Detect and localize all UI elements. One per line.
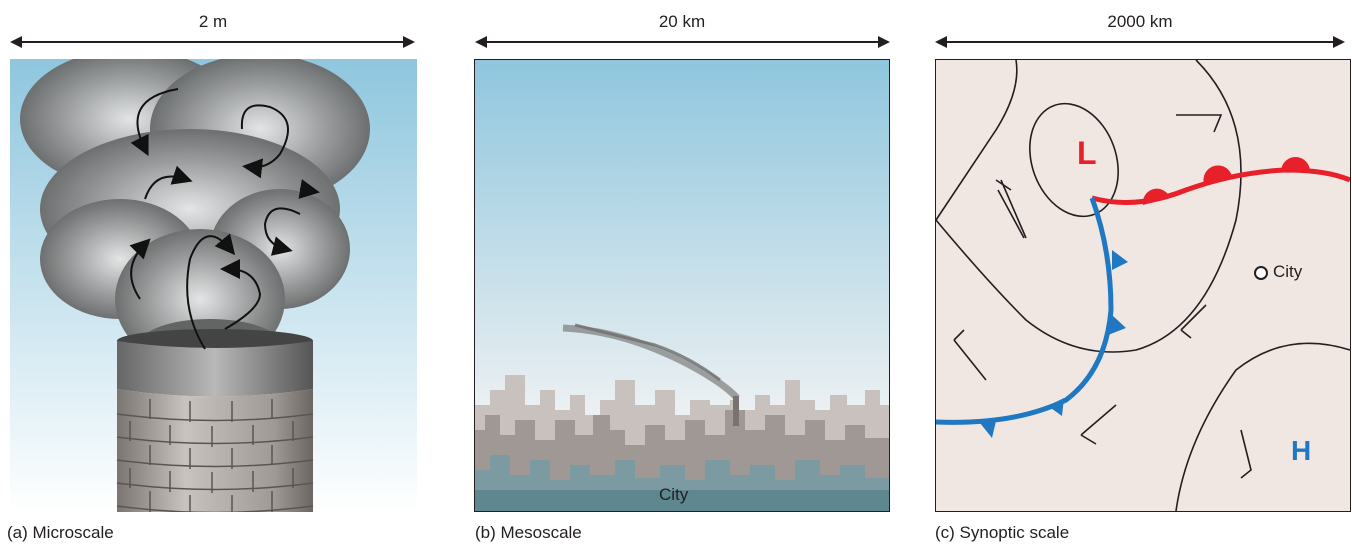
microscale-caption: (a) Microscale <box>7 523 114 542</box>
microscale-panel <box>10 59 417 512</box>
mesoscale-dimension-arrow <box>475 36 890 48</box>
synoptic-city-label: City <box>1273 262 1303 281</box>
isobar-middle <box>936 60 1242 353</box>
low-pressure-label: L <box>1077 135 1097 171</box>
synoptic-panel: L H City <box>935 59 1351 512</box>
high-pressure-isobar <box>1175 342 1350 511</box>
cold-front-triangles <box>980 250 1128 438</box>
warm-front-semicircles <box>1142 156 1311 205</box>
mesoscale-distance-label: 20 km <box>658 12 706 31</box>
microscale-dimension-arrow <box>10 36 415 48</box>
wind-barbs <box>953 114 1252 479</box>
low-pressure-isobar <box>1029 102 1119 218</box>
high-pressure-label: H <box>1291 435 1312 466</box>
mesoscale-panel: City <box>474 59 890 512</box>
brick-mortar-lines <box>116 399 314 512</box>
synoptic-distance-label: 2000 km <box>1107 12 1173 31</box>
city-skyline-illustration <box>475 60 889 511</box>
isobars <box>936 60 1350 511</box>
weather-map <box>936 60 1350 511</box>
microscale-distance-label: 2 m <box>198 12 228 31</box>
warm-front <box>1091 167 1350 205</box>
mesoscale-caption: (b) Mesoscale <box>475 523 582 542</box>
cold-front <box>936 197 1114 425</box>
eddy-arrows <box>129 88 320 350</box>
synoptic-caption: (c) Synoptic scale <box>935 523 1070 542</box>
mesoscale-city-label: City <box>659 485 689 504</box>
synoptic-dimension-arrow <box>935 36 1345 48</box>
chimney-smoke-illustration <box>10 59 417 512</box>
isobar-left <box>936 60 1018 221</box>
city-marker-icon <box>1254 266 1268 280</box>
